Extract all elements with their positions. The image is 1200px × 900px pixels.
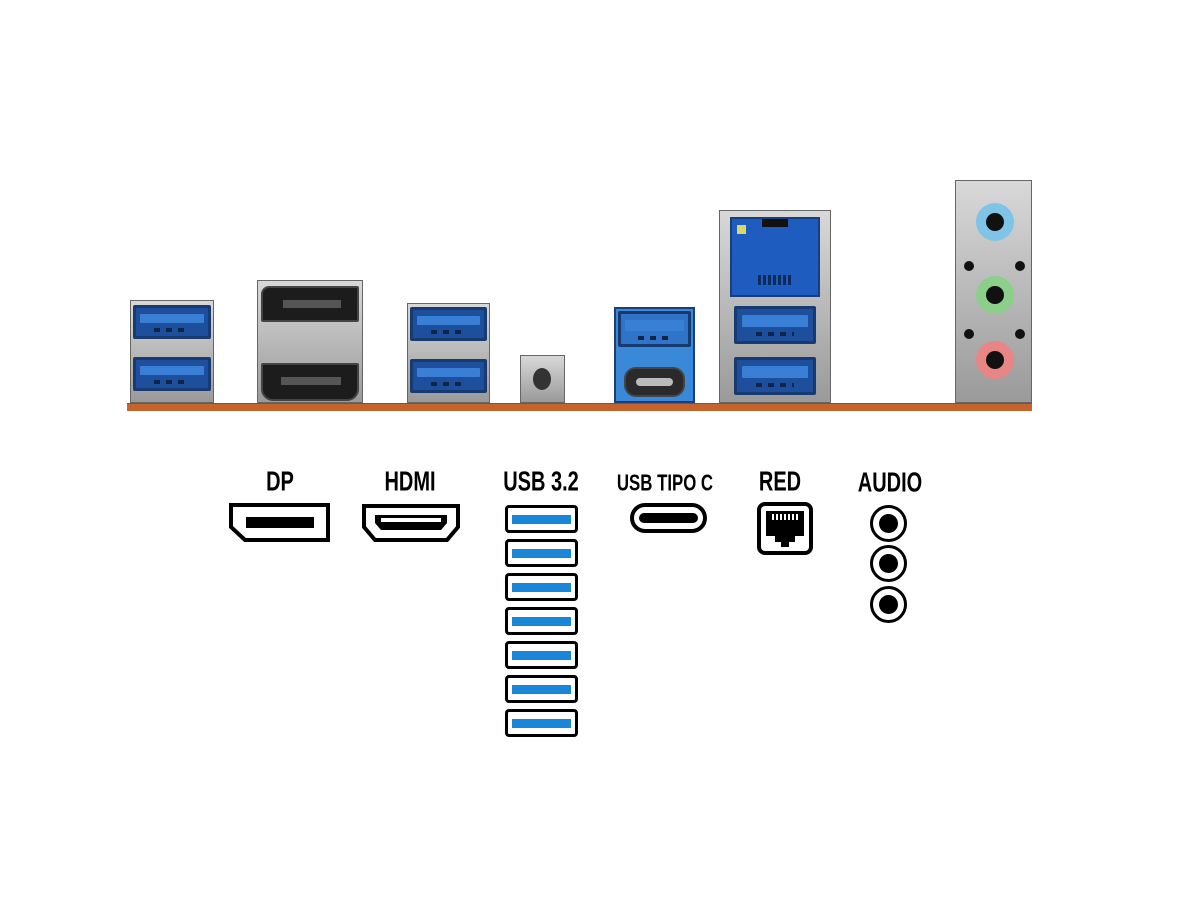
audio-jack-line-in <box>976 203 1014 241</box>
usb-icon <box>505 539 578 567</box>
ethernet-icon <box>757 502 813 555</box>
audio-stack <box>955 180 1032 403</box>
usb-icon <box>505 641 578 669</box>
usb-port <box>410 307 487 341</box>
usb-port <box>618 311 691 347</box>
label-hdmi: HDMI <box>384 466 436 498</box>
audio-jack-icon <box>870 545 907 582</box>
usb-icon <box>505 607 578 635</box>
motherboard-edge <box>127 403 1032 411</box>
audio-jack-icon <box>870 586 907 623</box>
usb-port <box>410 359 487 393</box>
label-dp: DP <box>266 466 294 498</box>
audio-jack-icon <box>870 505 907 542</box>
usb-typec-connector <box>624 367 685 397</box>
lan-usb-stack <box>719 210 831 403</box>
displayport-icon <box>229 503 330 542</box>
label-usb: USB 3.2 <box>503 466 579 498</box>
displayport-connector <box>261 286 359 322</box>
usb-icon <box>505 709 578 737</box>
usb-typec-icon <box>630 503 707 533</box>
label-usb-typec: USB TIPO C <box>616 470 714 497</box>
rj45-port <box>730 217 820 297</box>
usb-icon <box>505 573 578 601</box>
label-lan: RED <box>758 466 802 498</box>
bios-flashback-button <box>520 355 565 403</box>
usb-port <box>133 357 211 391</box>
dp-hdmi-stack <box>257 280 363 403</box>
usb-icon <box>505 675 578 703</box>
audio-jack-line-out <box>976 276 1014 314</box>
usb-stack-middle <box>407 303 490 403</box>
label-audio: AUDIO <box>857 467 923 499</box>
usb-port <box>734 357 816 395</box>
hdmi-connector <box>261 363 359 401</box>
usb-icon <box>505 505 578 533</box>
usb-port <box>133 305 211 339</box>
hdmi-icon <box>362 504 460 542</box>
usb-port <box>734 306 816 344</box>
usb-stack-left <box>130 300 214 403</box>
usb-typec-stack <box>614 307 695 403</box>
audio-jack-mic <box>976 341 1014 379</box>
